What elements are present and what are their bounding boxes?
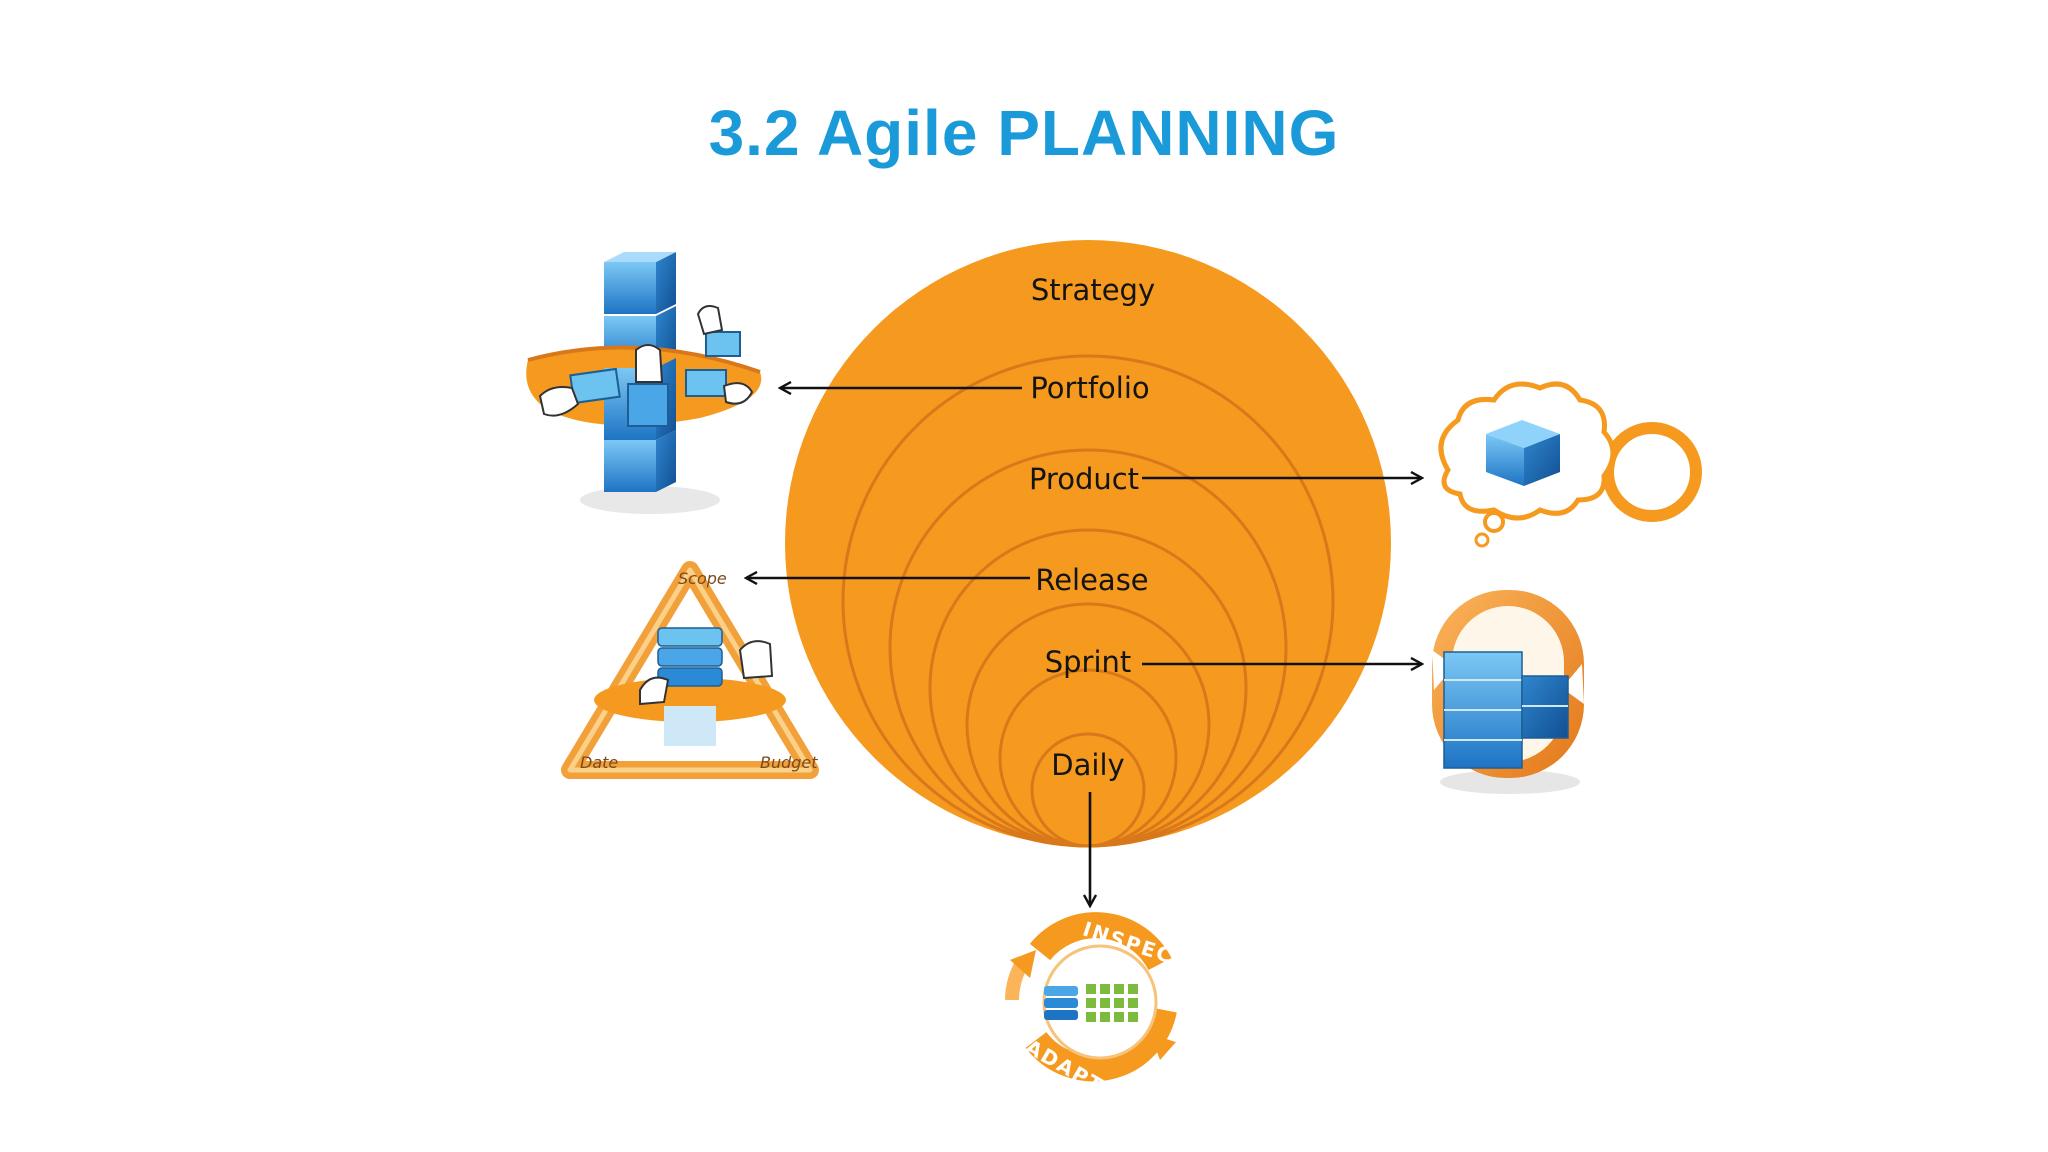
onion-strategy-layer (785, 240, 1391, 846)
hand-card-top (696, 305, 741, 357)
triangle-label-scope: Scope (678, 569, 727, 588)
sprint-cycle-icon (1432, 590, 1584, 794)
triangle-label-budget: Budget (760, 753, 818, 772)
planning-onion: Strategy Portfolio Product Release Sprin… (785, 240, 1391, 848)
hand-card-right (685, 369, 754, 405)
portfolio-planning-icon (526, 252, 762, 514)
loop-ring (1602, 422, 1702, 522)
level-strategy: Strategy (1031, 273, 1155, 307)
product-vision-icon (1438, 381, 1702, 548)
server-blocks (1443, 651, 1569, 769)
level-portfolio: Portfolio (1030, 371, 1149, 405)
inspect-adapt-icon: INSPECT ADAPT (1005, 912, 1191, 1098)
page-title: 3.2 Agile PLANNING (708, 97, 1340, 169)
triangle-label-date: Date (580, 753, 618, 772)
server-grid-icon (1044, 984, 1138, 1022)
server-stack (657, 627, 723, 746)
cube-icon (1486, 420, 1560, 486)
hand-icon-2 (639, 676, 670, 706)
connector-arrows (746, 388, 1422, 906)
level-release: Release (1035, 563, 1148, 597)
level-daily: Daily (1051, 748, 1124, 782)
inspect-arc (1029, 912, 1172, 971)
hand-icon (738, 640, 774, 680)
level-product: Product (1029, 462, 1139, 496)
adapt-arc (1025, 1007, 1177, 1082)
onion-inner-ring (1030, 732, 1146, 848)
hand-card-center (627, 344, 669, 427)
release-triangle-icon: Scope Date Budget (561, 561, 819, 779)
level-sprint: Sprint (1045, 645, 1132, 679)
hand-card-left (538, 367, 621, 417)
